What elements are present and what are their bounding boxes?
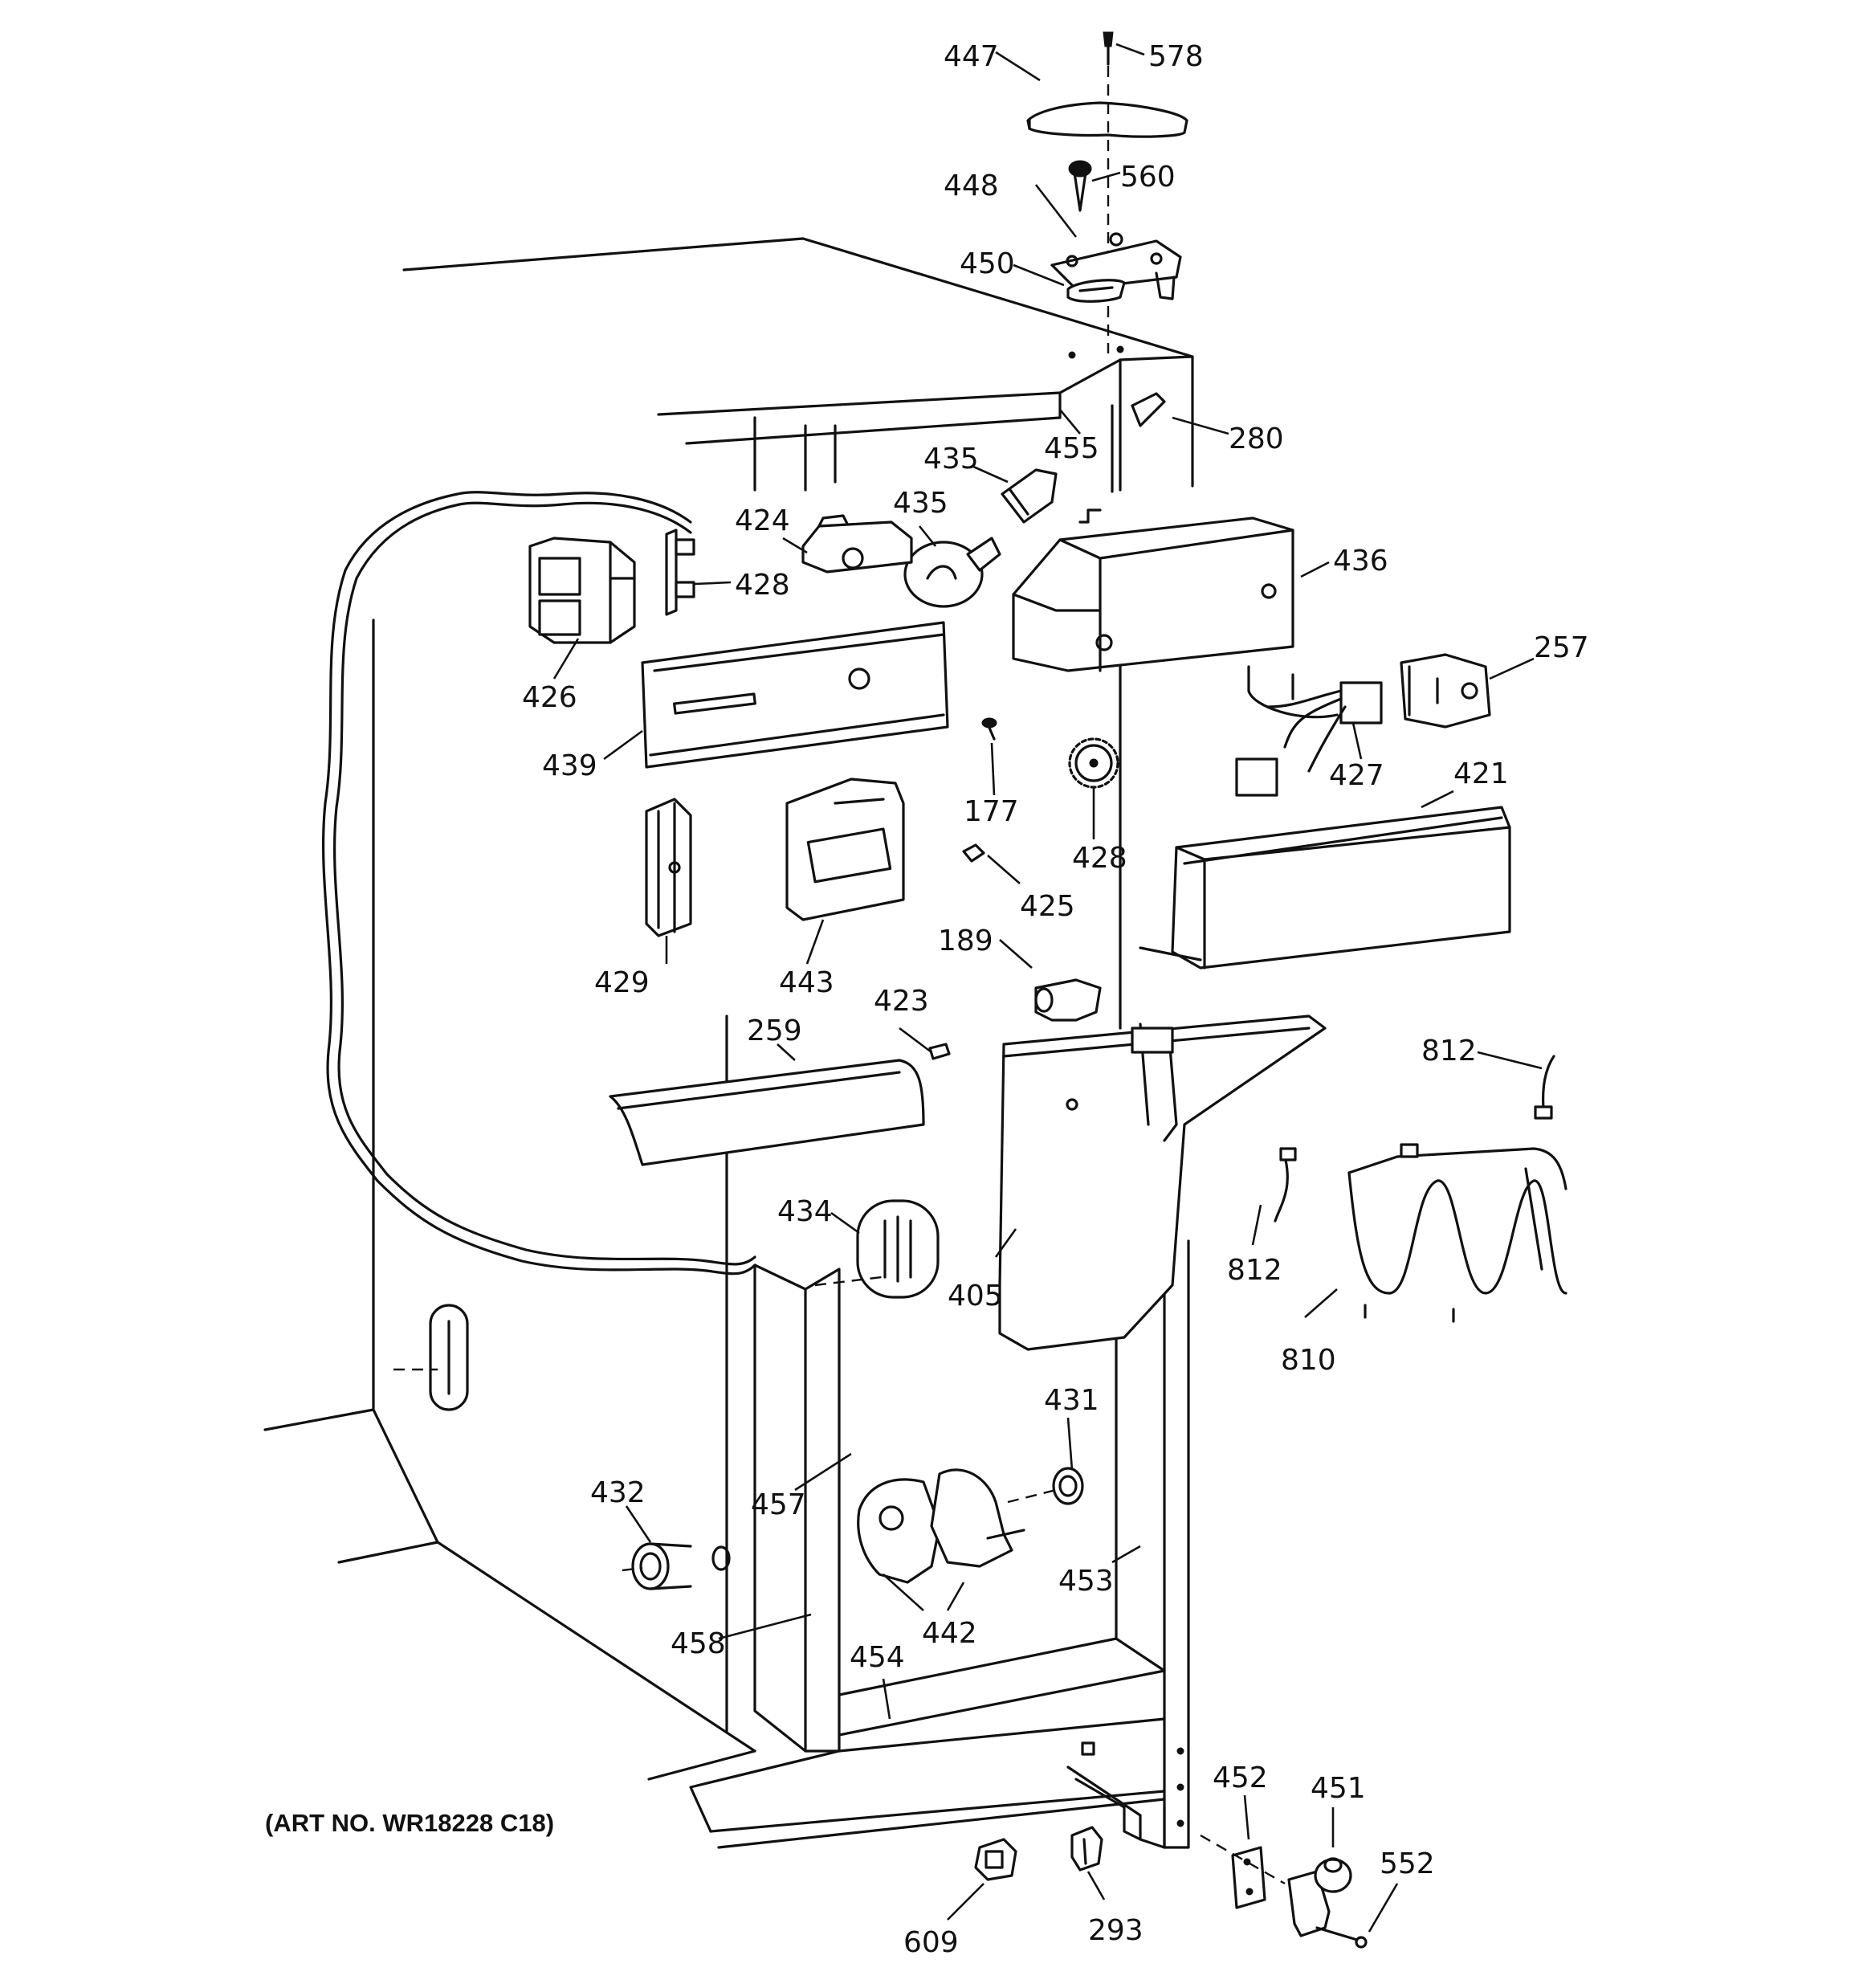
diffuser-434 (856, 1199, 940, 1299)
bracket-429 (645, 798, 692, 937)
callout-434: 434 (777, 1195, 833, 1228)
grommet-431 (1052, 1467, 1084, 1505)
callout-453: 453 (1058, 1565, 1114, 1598)
callout-424: 424 (735, 504, 790, 537)
switch-424 (801, 514, 913, 574)
duct-405 (998, 1014, 1327, 1351)
callout-428-gear: 428 (1072, 842, 1127, 875)
callout-447: 447 (944, 40, 999, 73)
callout-189: 189 (938, 925, 993, 957)
callout-425: 425 (1020, 890, 1075, 923)
dispenser-switch-426 (528, 537, 636, 644)
callout-454: 454 (850, 1641, 905, 1674)
spacer-425 (962, 843, 985, 863)
callout-435-socket: 435 (923, 443, 979, 476)
trough-259 (609, 1059, 925, 1166)
callout-435-bulb: 435 (893, 487, 948, 520)
callout-436: 436 (1333, 545, 1388, 578)
callout-439: 439 (542, 749, 597, 782)
hinge-451 (1287, 1857, 1352, 1937)
light-bulb-435 (903, 537, 1001, 608)
hinge-cover (1026, 101, 1188, 138)
callout-423: 423 (874, 985, 929, 1018)
shield-280 (1131, 392, 1166, 427)
switch-609 (974, 1838, 1017, 1881)
art-number-caption: (ART NO. WR18228 C18) (265, 1809, 554, 1837)
bracket-428-top (665, 529, 695, 616)
bracket-443 (785, 778, 905, 921)
leader-lines (552, 43, 1543, 1933)
callout-560: 560 (1120, 161, 1176, 194)
callout-177: 177 (964, 795, 1019, 828)
callout-609: 609 (903, 1926, 959, 1959)
callout-421: 421 (1453, 757, 1509, 790)
callout-457: 457 (751, 1488, 806, 1521)
light-housing-436 (1012, 508, 1294, 672)
screw-177 (981, 717, 997, 741)
screw-578 (1103, 31, 1114, 66)
harness-427 (1235, 665, 1383, 797)
callout-812-bottom: 812 (1227, 1254, 1282, 1287)
rail-439 (641, 621, 949, 769)
callout-labels: 447 578 448 560 450 455 280 435 435 424 … (522, 40, 1589, 1959)
hinge-bracket (1050, 232, 1182, 300)
gear-428 (1068, 737, 1119, 789)
callout-578: 578 (1148, 40, 1204, 73)
callout-812-top: 812 (1421, 1035, 1477, 1067)
callout-432: 432 (590, 1476, 646, 1509)
heater-810 (1347, 1143, 1567, 1323)
callout-442: 442 (922, 1617, 977, 1650)
evaporator-cover-421 (1139, 806, 1511, 970)
callout-257: 257 (1534, 631, 1589, 664)
callout-426: 426 (522, 681, 577, 714)
connector-423 (928, 1043, 951, 1060)
tube-812-upper (1534, 1055, 1555, 1120)
callout-810: 810 (1281, 1344, 1336, 1377)
callout-405: 405 (948, 1280, 1003, 1312)
callout-431: 431 (1044, 1384, 1099, 1417)
callout-458: 458 (671, 1627, 726, 1660)
callout-428-top: 428 (735, 569, 790, 602)
callout-259: 259 (747, 1014, 802, 1047)
tube-812-lower (1274, 1147, 1297, 1223)
bushing-432 (631, 1542, 731, 1590)
callout-451: 451 (1311, 1772, 1366, 1805)
callout-443: 443 (779, 966, 834, 999)
plate-452 (1231, 1846, 1266, 1909)
screw-552 (1315, 1926, 1368, 1949)
callout-280: 280 (1229, 423, 1284, 455)
callout-429: 429 (594, 966, 650, 999)
damper-442 (857, 1468, 1025, 1584)
socket-435 (1001, 468, 1058, 524)
tee-fitting-189 (1034, 978, 1102, 1022)
callout-427: 427 (1329, 759, 1384, 792)
hinge-screw-560 (1068, 160, 1092, 212)
callout-452: 452 (1213, 1761, 1268, 1794)
hinge-shim (1066, 279, 1126, 303)
callout-455: 455 (1044, 432, 1099, 465)
defrost-timer-257 (1400, 653, 1491, 729)
callout-293: 293 (1088, 1914, 1143, 1947)
callout-552: 552 (1380, 1847, 1435, 1880)
callout-450: 450 (960, 247, 1015, 280)
cabinet-frame (263, 237, 1194, 1849)
clip-293 (1070, 1826, 1103, 1872)
callout-448: 448 (944, 169, 999, 202)
